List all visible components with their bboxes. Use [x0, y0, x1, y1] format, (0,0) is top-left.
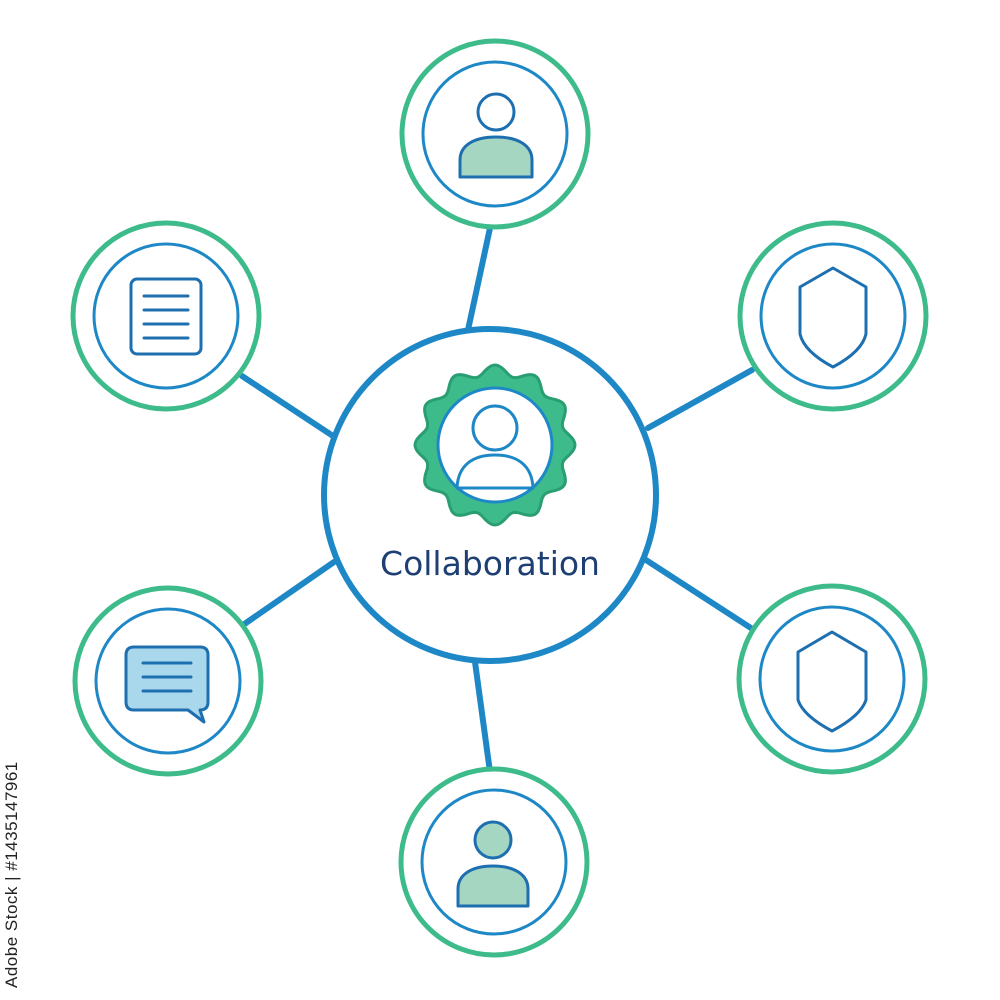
node-upper-left — [70, 220, 262, 412]
connector-upper-right — [645, 367, 755, 431]
hub-badge — [413, 363, 577, 527]
chat-lines — [141, 661, 193, 693]
node-top — [399, 38, 591, 230]
shield-icon — [798, 266, 868, 369]
connector-upper-left — [239, 373, 336, 439]
user-icon-head — [476, 92, 516, 132]
document-lines — [142, 294, 190, 340]
document-icon — [129, 277, 203, 356]
node-bottom — [398, 766, 590, 958]
connector-lower-right — [643, 557, 757, 633]
hub-label: Collaboration — [380, 544, 600, 583]
stock-id-watermark: Adobe Stock | #1435147961 — [2, 761, 21, 989]
shield-icon — [796, 630, 868, 733]
user-icon-head — [473, 820, 513, 860]
node-lower-right — [736, 583, 928, 775]
node-inner-ring — [420, 788, 568, 936]
connectors — [239, 225, 757, 775]
user-icon — [458, 135, 534, 179]
hub-user-head-icon — [471, 404, 519, 452]
node-lower-left — [72, 585, 264, 777]
user-icon — [456, 864, 530, 908]
connector-lower-left — [240, 559, 337, 628]
node-upper-right — [737, 220, 929, 412]
node-inner-ring — [421, 60, 569, 208]
connector-top — [465, 225, 493, 333]
connector-bottom — [472, 659, 493, 775]
hub-user-body-icon — [455, 453, 535, 490]
chat-bubble-icon — [124, 645, 210, 724]
hub: Collaboration — [321, 326, 659, 664]
